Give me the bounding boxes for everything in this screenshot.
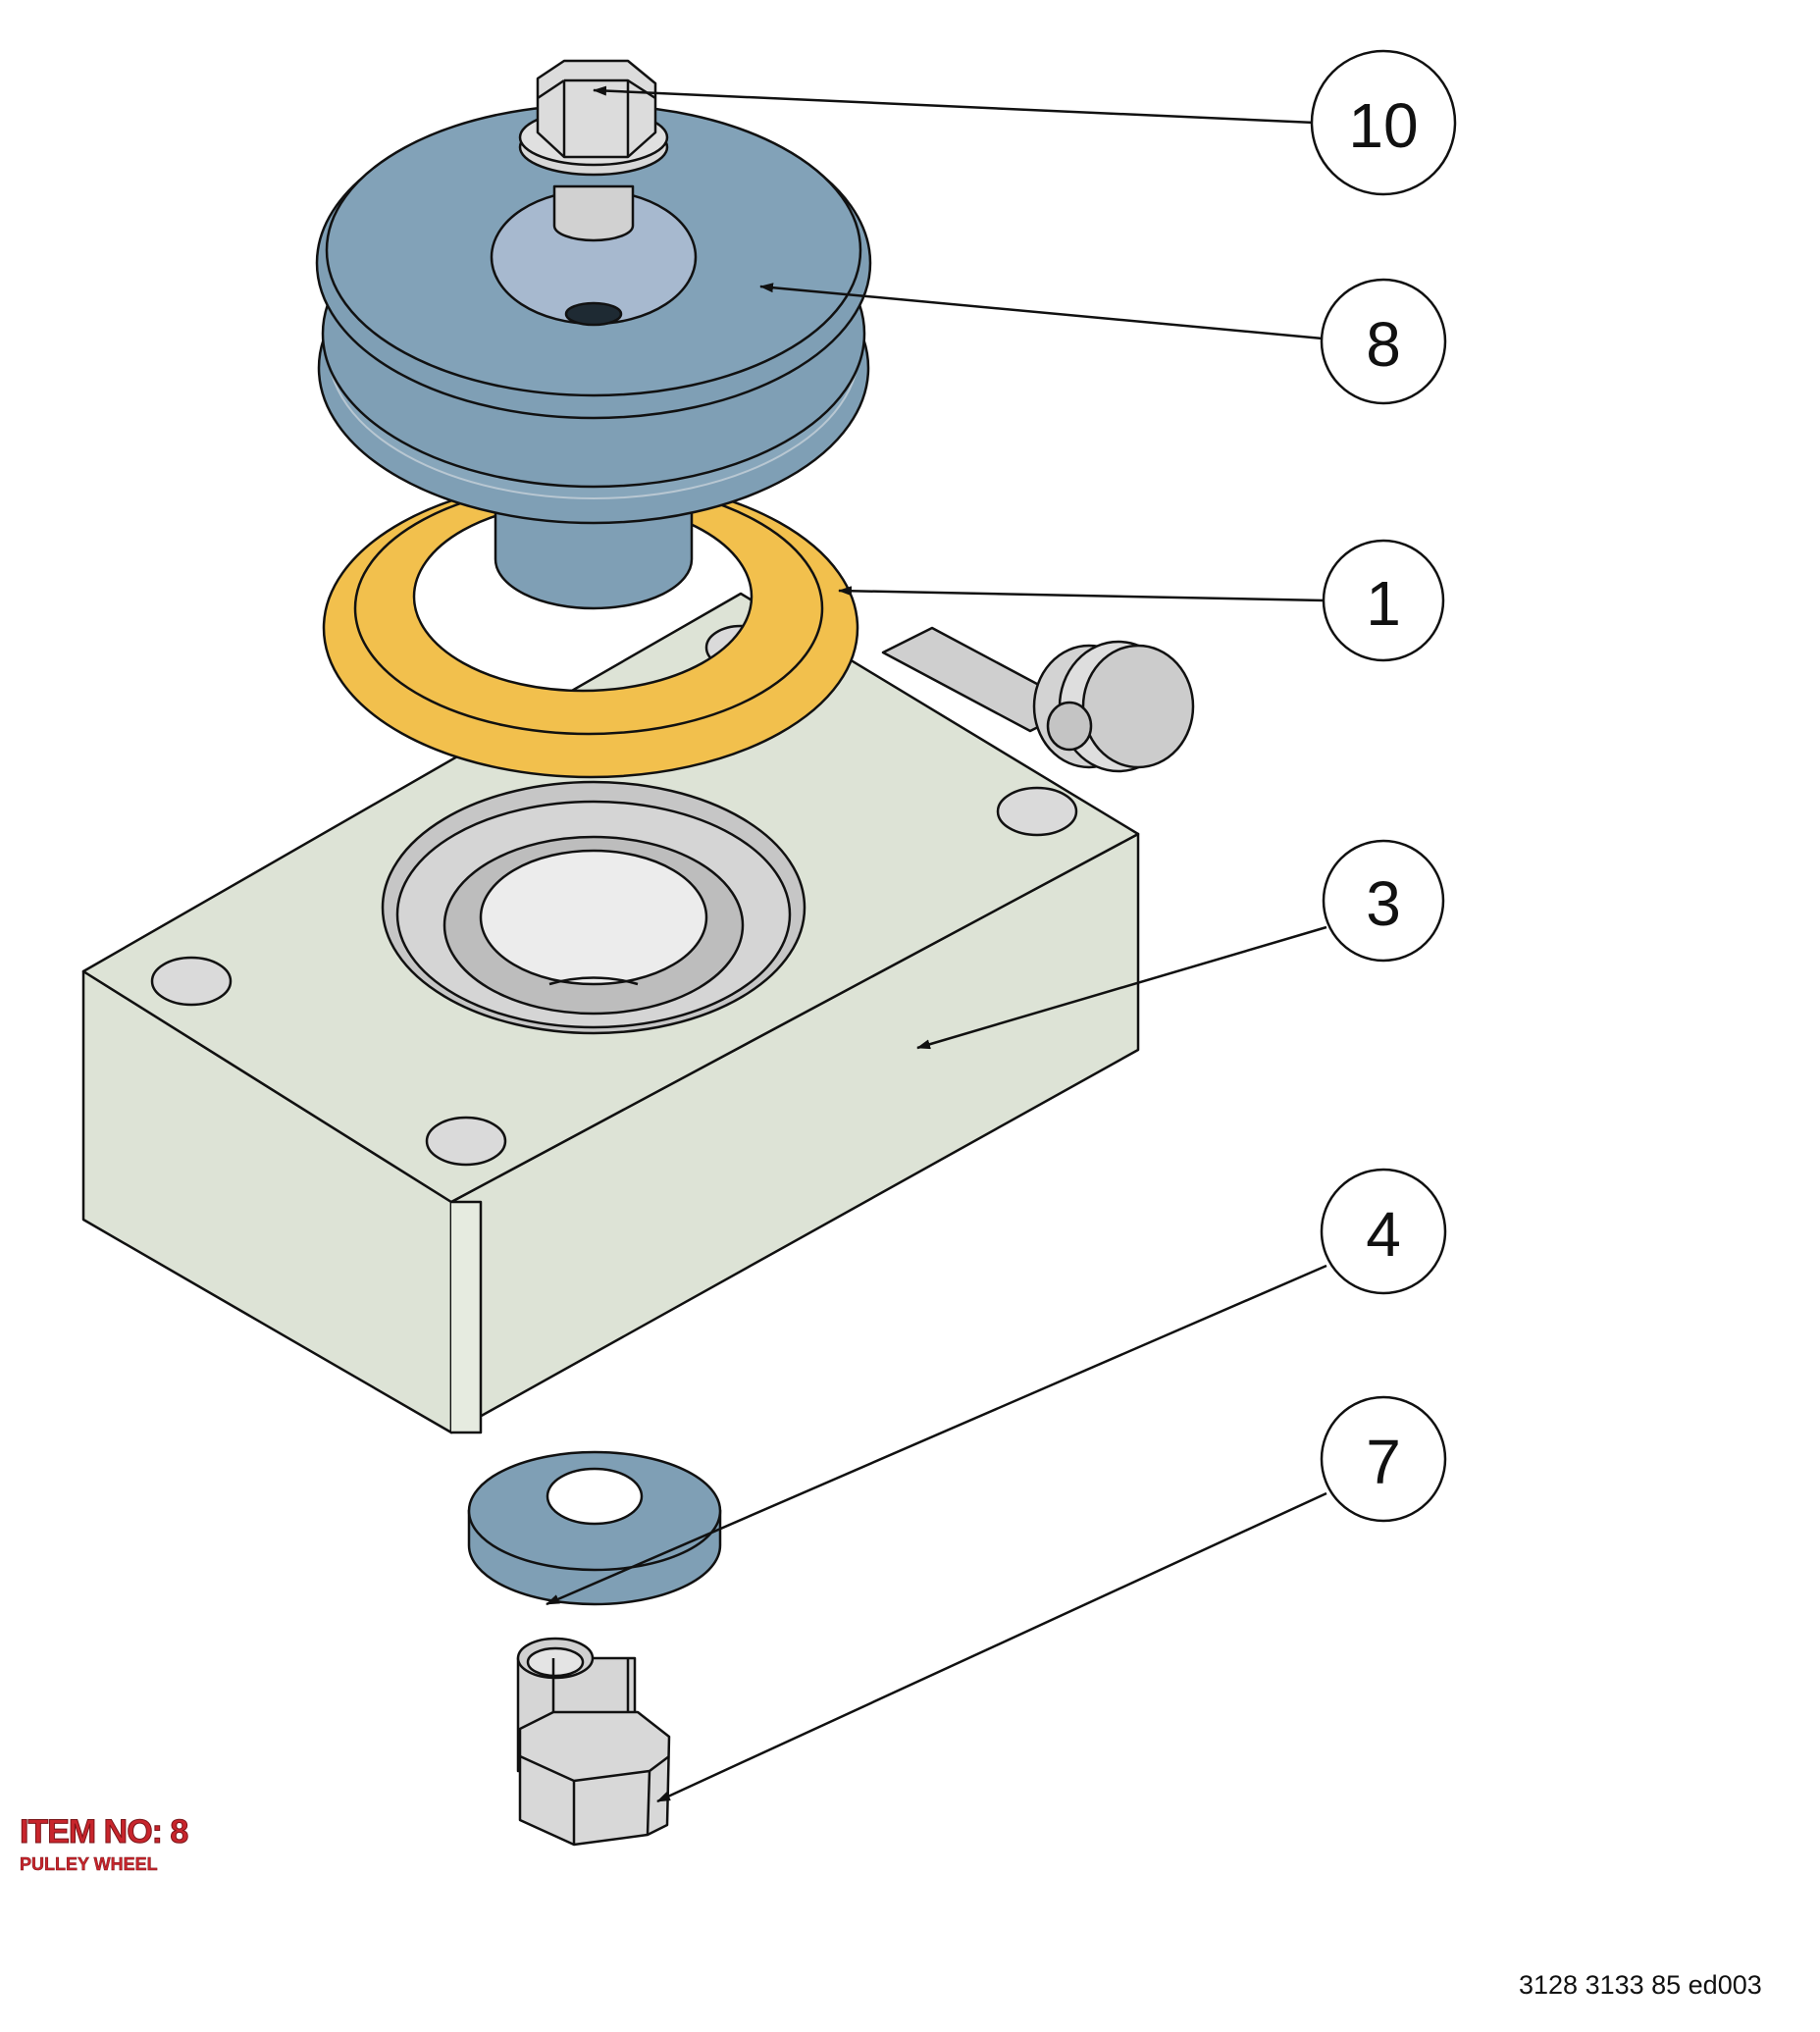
callout-number-1: 1 [1366,568,1401,639]
bearing-seat [381,780,806,1035]
document-id: 3128 3133 85 ed003 [1519,1970,1762,2000]
callout-balloon-7: 7 [1320,1395,1447,1523]
leader-line-1 [838,586,1326,602]
leader-line-10 [593,85,1316,125]
callout-balloon-1: 1 [1322,539,1445,662]
callout-balloon-4: 4 [1320,1168,1447,1295]
washer [467,1450,722,1606]
callout-number-3: 3 [1366,868,1401,939]
callout-balloon-10: 10 [1310,49,1457,196]
callout-number-8: 8 [1366,309,1401,380]
pulley-wheel [315,103,872,610]
item-number-label: ITEM NO: 8 [19,1813,188,1851]
side-fitting [881,626,1195,773]
leader-lines [546,85,1327,1803]
callout-balloon-8: 8 [1320,278,1447,405]
leader-line-7 [656,1491,1327,1803]
leader-line-8 [759,283,1324,340]
leader-line-3 [916,925,1327,1050]
callout-balloon-3: 3 [1322,839,1445,963]
callout-number-10: 10 [1348,90,1418,161]
callout-number-7: 7 [1366,1427,1401,1497]
housing-block [81,592,1195,1434]
top-bolt [518,59,669,242]
item-name-label: PULLEY WHEEL [20,1854,158,1875]
leader-line-4 [546,1264,1327,1606]
bottom-hex-bolt [516,1637,671,1847]
callout-number-4: 4 [1366,1199,1401,1270]
